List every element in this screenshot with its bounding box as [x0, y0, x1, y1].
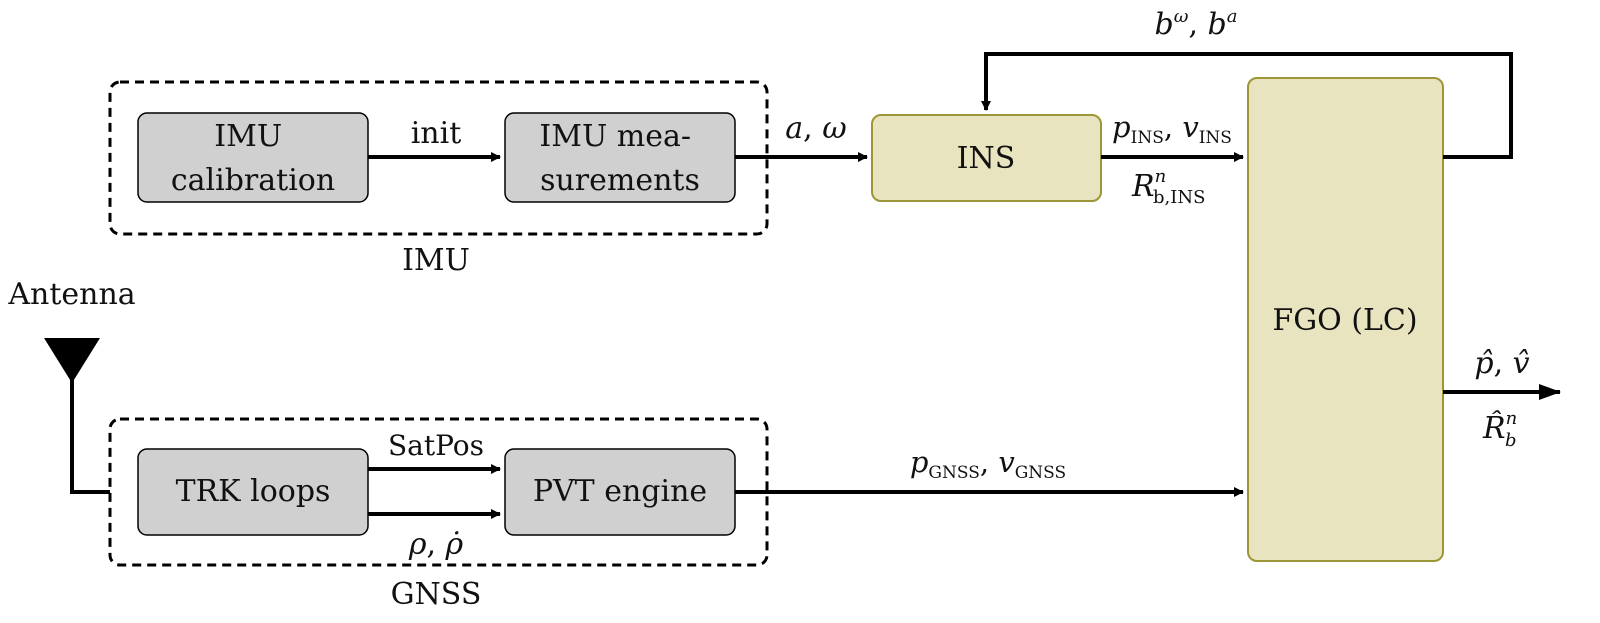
label-a: a: [785, 111, 803, 146]
label-r-ins-sub: b,INS: [1153, 187, 1205, 208]
label-omega: ω: [822, 111, 846, 146]
label-p-gnss-sub: GNSS: [928, 463, 979, 483]
label-gnss-sep: ,: [980, 445, 998, 479]
imu-group-frame: [108, 80, 769, 236]
fgo-box: [1247, 77, 1444, 562]
label-bias: bω, ba: [1155, 6, 1238, 42]
label-r-ins: R: [1131, 169, 1155, 204]
label-rho: ρ, ρ̇: [408, 527, 464, 562]
label-r-hat-sup: n: [1506, 408, 1518, 429]
trk-loops-label: TRK loops: [176, 474, 331, 509]
label-p-ins: p: [1112, 110, 1131, 144]
label-p-hat: p̂: [1474, 346, 1493, 381]
label-rho-sep: ,: [426, 527, 445, 562]
imu-calibration-line-2: calibration: [171, 163, 335, 198]
imu-calibration-line-1: IMU: [214, 119, 282, 154]
trk-loops-box: [137, 448, 369, 536]
label-v-gnss-sub: GNSS: [1015, 463, 1066, 483]
label-r-ins-sup: n: [1155, 166, 1167, 187]
ins-label: INS: [957, 141, 1016, 176]
gnss-group-label: GNSS: [391, 577, 482, 612]
label-fgo-output-pv: p̂, v̂: [1474, 346, 1529, 381]
label-bias-b-omega: b: [1155, 7, 1174, 42]
label-bias-a-sup: a: [1227, 6, 1238, 27]
imu-group-label: IMU: [402, 243, 470, 278]
label-ins-output-pv: pINS, vINS: [1112, 110, 1232, 148]
label-gnss-output: pGNSS, vGNSS: [910, 445, 1066, 483]
imu-measurements-line-1: IMU mea-: [539, 119, 691, 154]
arrow-bias-feedback: [981, 52, 1513, 159]
antenna-icon: [44, 338, 100, 383]
label-v-ins: v: [1182, 110, 1199, 144]
label-satpos: SatPos: [388, 429, 484, 462]
antenna-feed-line: [70, 380, 110, 494]
label-init: init: [411, 116, 462, 151]
label-r-hat: R̂: [1482, 411, 1506, 446]
label-fgo-sep: ,: [1494, 346, 1513, 381]
label-ins-sep: ,: [1164, 110, 1182, 144]
label-v-hat: v̂: [1513, 346, 1530, 381]
label-a-omega: a, ω: [785, 111, 846, 146]
label-r-hat-sub: b: [1505, 430, 1517, 451]
fgo-label: FGO (LC): [1272, 303, 1417, 338]
pvt-engine-label: PVT engine: [533, 474, 707, 509]
label-p-ins-sub: INS: [1131, 128, 1164, 148]
imu-measurements-line-2: surements: [540, 163, 700, 198]
label-p-gnss: p: [910, 445, 929, 479]
imu-measurements-text: IMU mea- surements: [539, 119, 700, 198]
gnss-group-frame: [108, 417, 769, 567]
antenna-label: Antenna: [7, 277, 135, 312]
imu-calibration-text: IMU calibration: [171, 119, 335, 198]
label-bias-b-a: b: [1208, 7, 1227, 42]
label-rho-symbol: ρ: [408, 527, 427, 562]
label-bias-sep: ,: [1188, 7, 1207, 42]
label-v-gnss: v: [998, 445, 1015, 479]
label-v-ins-sub: INS: [1199, 128, 1232, 148]
label-bias-omega-sup: ω: [1174, 6, 1189, 27]
label-rhodot-symbol: ρ̇: [445, 527, 464, 562]
label-a-omega-sep: ,: [803, 111, 822, 146]
